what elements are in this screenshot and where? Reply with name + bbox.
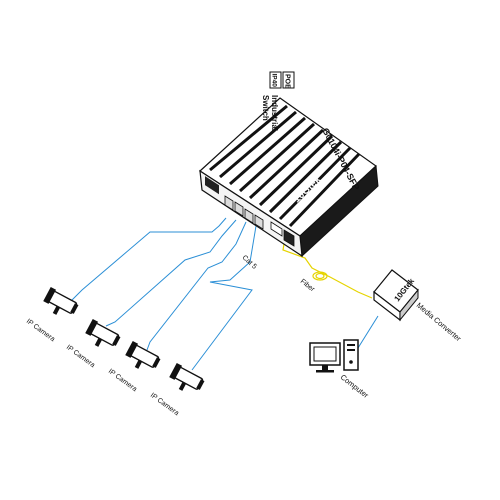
converter-side [399,288,419,322]
ip40-badge [269,71,282,89]
sfp-port [283,229,295,247]
switch-title: Industrial Switch [261,95,279,131]
camera-label-1: IP Camera [25,318,56,343]
camera-icon [85,318,121,347]
media-converter-label: Media Converter [415,301,464,344]
ip-camera-4 [169,362,205,391]
camera-icon [169,362,205,391]
computer-label: Computer [339,372,371,400]
ip-camera-3 [125,340,161,369]
heatsink-fins [209,104,361,228]
camera-label-4: IP Camera [149,392,180,417]
rj45-port-1 [224,195,234,211]
switch-title-line1: Industrial [270,95,279,131]
tower-icon [343,339,359,371]
cable-camera-1 [69,217,227,303]
rj45-port-4 [254,214,264,230]
cable-camera-2 [105,219,237,327]
monitor-icon [309,342,341,373]
poe-badge-text: POE [284,74,291,89]
rj45-port-2 [234,201,244,217]
media-converter: 10Gtek [373,269,419,322]
poe-badge [282,71,295,89]
camera-label-3: IP Camera [107,368,138,393]
rj45-port-3 [244,208,254,224]
camera-icon [125,340,161,369]
switch-title-line2: Switch [261,95,270,121]
cable-camera-3 [146,221,247,351]
fiber-cable [282,231,373,299]
cable-camera-4 [191,225,257,371]
ip-camera-1 [43,286,79,315]
spec-badges: POE IP40 [269,71,295,89]
fiber-label: Fiber [299,278,316,294]
power-terminal [205,176,219,195]
ip40-badge-text: IP40 [271,74,278,88]
camera-icon [43,286,79,315]
camera-label-2: IP Camera [65,344,96,369]
rj45-ports [224,195,264,230]
ip-camera-2 [85,318,121,347]
console-label [270,221,283,237]
fiber-coil [312,271,328,281]
industrial-switch: 10Gtek G0104i-P04-SFP [199,97,379,258]
computer [309,339,359,373]
